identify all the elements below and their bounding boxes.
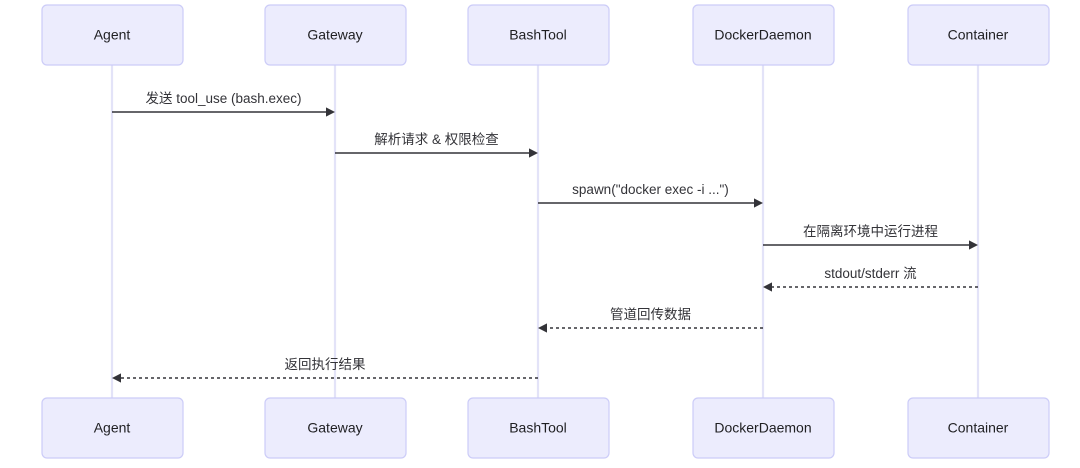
actor-dockerdaemon-top[interactable]: DockerDaemon: [692, 4, 835, 66]
message-m4: 在隔离环境中运行进程: [763, 223, 978, 250]
actor-box-agent-top[interactable]: [41, 4, 184, 66]
message-arrowhead-m6: [538, 323, 547, 333]
actor-box-dockerdaemon-bottom[interactable]: [692, 397, 835, 459]
actor-bashtool-top[interactable]: BashTool: [467, 4, 610, 66]
actors-top-layer: Agent Gateway BashTool DockerDaemon Containe…: [41, 4, 1050, 66]
message-arrowhead-m7: [112, 373, 121, 383]
actor-container-top[interactable]: Container: [907, 4, 1050, 66]
actor-label-container-top: Container: [948, 27, 1009, 43]
message-arrowhead-m3: [754, 198, 763, 208]
actor-label-bashtool-top: BashTool: [509, 27, 567, 43]
actor-box-bashtool-bottom[interactable]: [467, 397, 610, 459]
actors-bottom-layer: Agent Gateway BashTool DockerDaemon Containe…: [41, 397, 1050, 459]
message-arrowhead-m2: [529, 148, 538, 158]
actor-container-bottom[interactable]: Container: [907, 397, 1050, 459]
actor-label-gateway-top: Gateway: [307, 27, 362, 43]
actor-label-container-bottom: Container: [948, 420, 1009, 436]
actor-agent-top[interactable]: Agent: [41, 4, 184, 66]
actor-box-gateway-bottom[interactable]: [264, 397, 407, 459]
message-label-m4: 在隔离环境中运行进程: [803, 223, 938, 239]
actor-label-gateway-bottom: Gateway: [307, 420, 362, 436]
message-label-m5: stdout/stderr 流: [824, 266, 917, 281]
message-arrowhead-m4: [969, 240, 978, 250]
message-arrowhead-m5: [763, 282, 772, 292]
actor-gateway-bottom[interactable]: Gateway: [264, 397, 407, 459]
message-m1: 发送 tool_use (bash.exec): [112, 91, 335, 117]
actor-box-dockerdaemon-top[interactable]: [692, 4, 835, 66]
actor-gateway-top[interactable]: Gateway: [264, 4, 407, 66]
actor-box-container-top[interactable]: [907, 4, 1050, 66]
message-label-m6: 管道回传数据: [610, 307, 691, 322]
message-label-m7: 返回执行结果: [285, 357, 366, 372]
actor-label-dockerdaemon-bottom: DockerDaemon: [714, 420, 811, 436]
message-m3: spawn("docker exec -i ..."): [538, 182, 763, 208]
message-label-m2: 解析请求 & 权限检查: [374, 131, 499, 147]
actor-label-agent-bottom: Agent: [94, 420, 131, 436]
actor-label-agent-top: Agent: [94, 27, 131, 43]
actor-box-bashtool-top[interactable]: [467, 4, 610, 66]
message-m2: 解析请求 & 权限检查: [335, 131, 538, 158]
actor-label-dockerdaemon-top: DockerDaemon: [714, 27, 811, 43]
message-label-m1: 发送 tool_use (bash.exec): [145, 91, 301, 106]
message-m5: stdout/stderr 流: [763, 266, 978, 292]
actor-agent-bottom[interactable]: Agent: [41, 397, 184, 459]
message-m6: 管道回传数据: [538, 307, 763, 333]
actor-bashtool-bottom[interactable]: BashTool: [467, 397, 610, 459]
lifelines-layer: [110, 65, 980, 398]
actor-label-bashtool-bottom: BashTool: [509, 420, 567, 436]
actor-box-agent-bottom[interactable]: [41, 397, 184, 459]
actor-box-container-bottom[interactable]: [907, 397, 1050, 459]
message-arrowhead-m1: [326, 107, 335, 117]
messages-layer: 发送 tool_use (bash.exec) 解析请求 & 权限检查 spawn(…: [112, 91, 978, 383]
message-label-m3: spawn("docker exec -i ..."): [572, 182, 729, 197]
actor-dockerdaemon-bottom[interactable]: DockerDaemon: [692, 397, 835, 459]
message-m7: 返回执行结果: [112, 357, 538, 383]
actor-box-gateway-top[interactable]: [264, 4, 407, 66]
